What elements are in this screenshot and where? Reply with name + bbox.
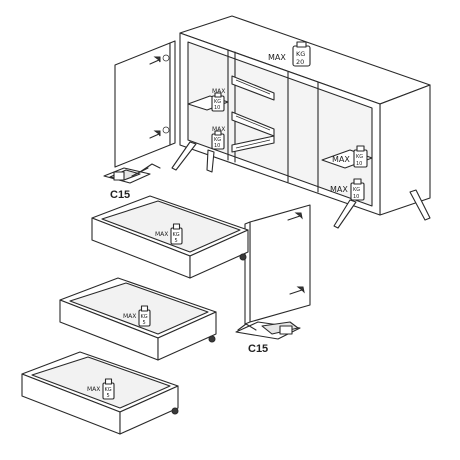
kg-value: 5 — [143, 320, 146, 326]
max-label: MAX — [123, 313, 136, 320]
weight-badge-left-shelf-lower: MAX KG 10 — [211, 126, 225, 150]
drawer-1 — [91, 195, 249, 279]
weight-badge-left-shelf-upper: MAX KG 10 — [211, 88, 225, 112]
max-label: MAX — [330, 185, 348, 194]
hinge-label-left: C15 — [110, 189, 130, 201]
kg-unit: KG — [353, 187, 360, 193]
drawer-3 — [21, 351, 179, 435]
kg-value: 20 — [296, 58, 304, 66]
kg-value: 5 — [175, 238, 178, 244]
kg-value: 10 — [356, 161, 362, 167]
kg-unit: KG — [214, 99, 221, 105]
max-label: MAX — [155, 231, 168, 238]
weight-badge-drawer-3: MAX KG 5 — [87, 378, 115, 400]
kg-value: 5 — [107, 393, 110, 399]
weight-badge-right-shelf-lower: MAX KG 10 — [330, 178, 365, 201]
kg-value: 10 — [353, 194, 359, 200]
weight-badge-right-shelf-upper: MAX KG 10 — [332, 145, 368, 168]
drawer-2 — [59, 277, 217, 361]
hinge-label-right: C15 — [248, 343, 268, 355]
max-label: MAX — [268, 53, 286, 62]
kg-value: 10 — [214, 143, 220, 149]
max-label: MAX — [212, 88, 225, 95]
kg-unit: KG — [214, 137, 221, 143]
kg-unit: KG — [296, 50, 305, 58]
weight-badge-drawer-1: MAX KG 5 — [155, 223, 183, 245]
cabinet — [171, 15, 431, 229]
hinge-right — [235, 321, 301, 340]
right-door — [244, 204, 311, 325]
kg-unit: KG — [105, 387, 112, 393]
weight-badge-top: MAX KG 20 — [268, 41, 311, 67]
weight-badge-drawer-2: MAX KG 5 — [123, 305, 151, 327]
hinge-left — [103, 163, 161, 184]
kg-unit: KG — [173, 232, 180, 238]
max-label: MAX — [332, 155, 350, 164]
left-door — [114, 40, 176, 168]
max-label: MAX — [212, 126, 225, 133]
kg-value: 10 — [214, 105, 220, 111]
kg-unit: KG — [141, 314, 148, 320]
max-label: MAX — [87, 386, 100, 393]
kg-unit: KG — [356, 154, 363, 160]
